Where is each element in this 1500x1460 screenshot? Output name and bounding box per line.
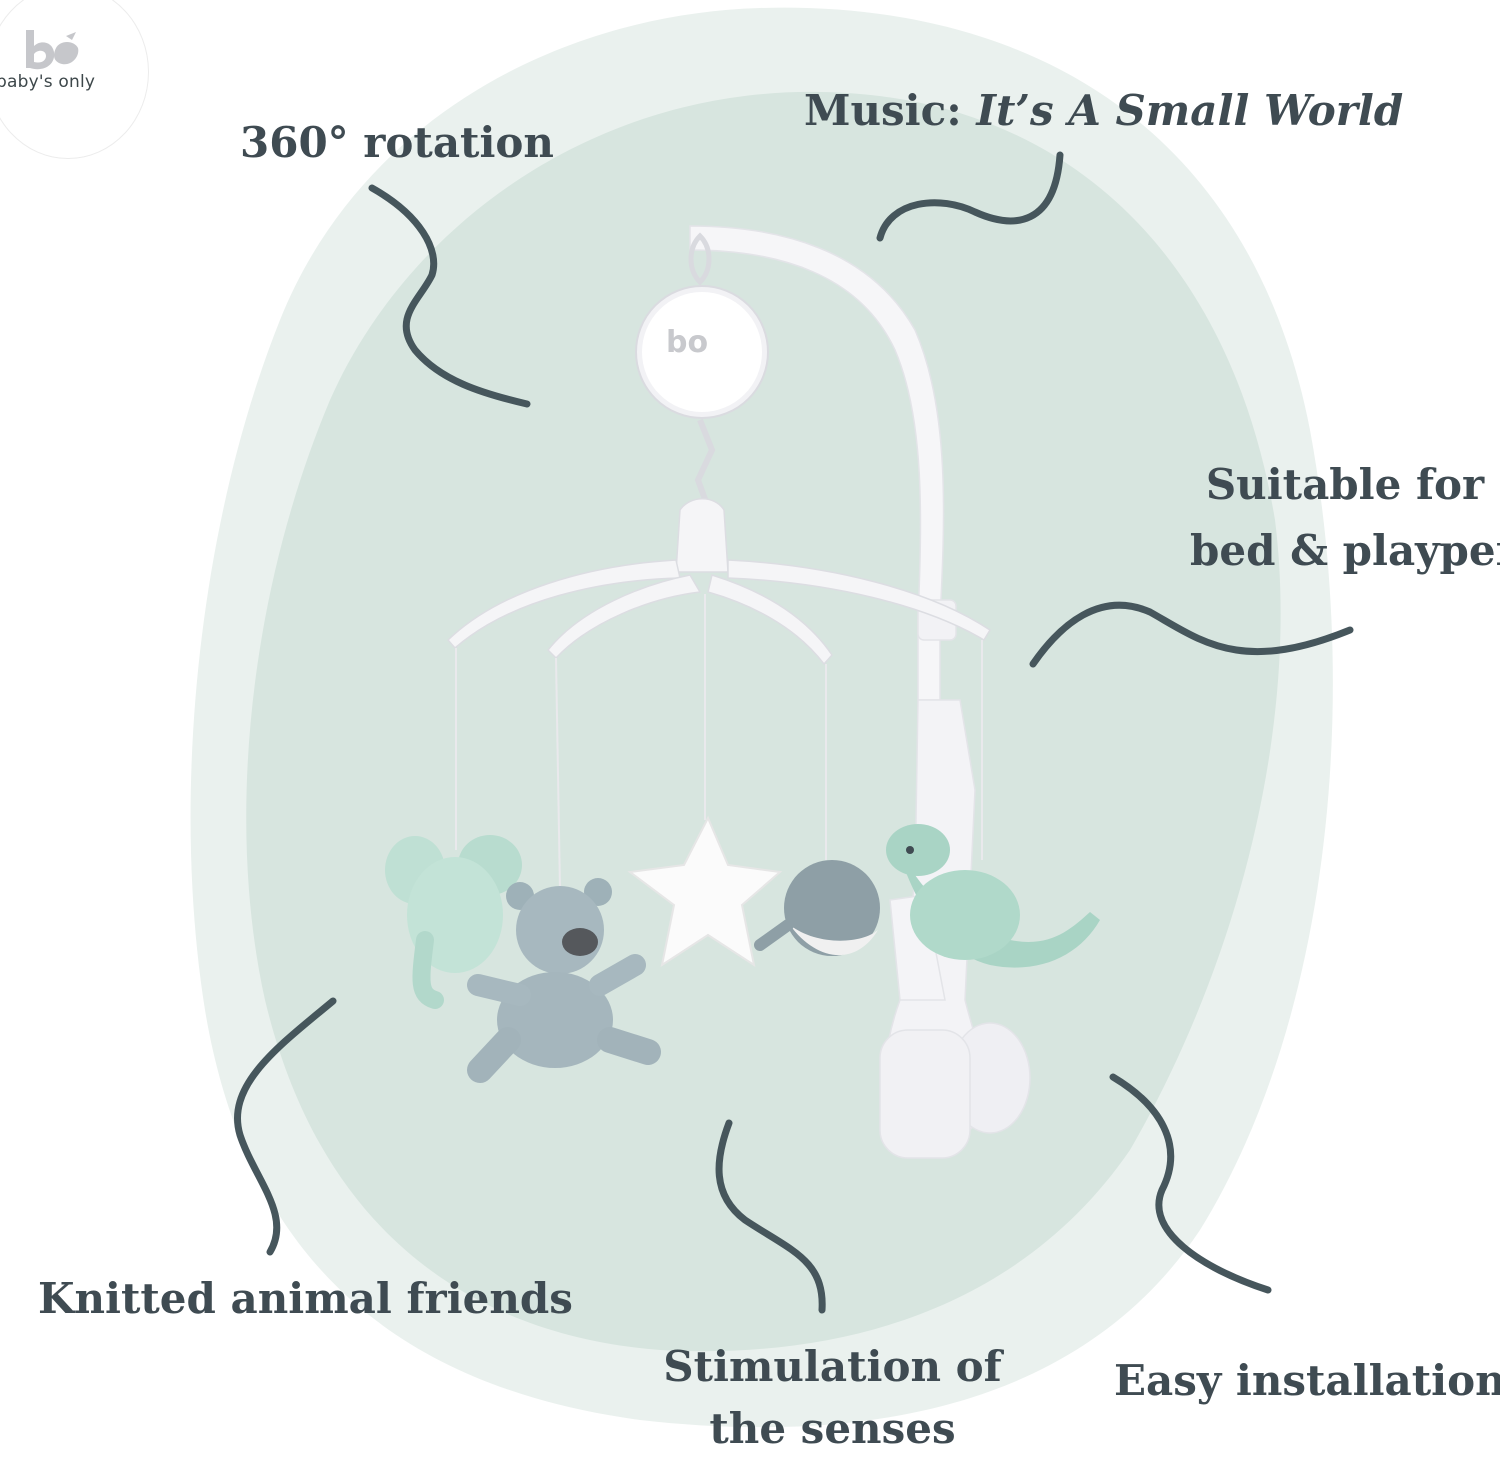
curve-music [876,151,1064,242]
svg-text:bo: bo [666,325,708,360]
brand-logo-text: baby's only [0,72,96,92]
curve-knitted [234,997,337,1256]
music-title: It’s A Small World [976,86,1404,135]
curve-stimulation [715,1119,826,1314]
suitable-line1: Suitable for [1205,460,1485,509]
curve-rotation [368,184,531,408]
mobile-hanger [446,498,992,666]
elephant-toy [385,835,522,1009]
bo-logo-icon [26,30,79,70]
feature-music: Music: It’s A Small World [804,86,1403,135]
music-prefix: Music: [804,86,977,135]
mobile-strings [455,594,983,891]
feature-knitted: Knitted animal friends [38,1274,573,1323]
feature-stimulation: Stimulation of the senses [660,1336,1005,1460]
stimulation-line1: Stimulation of [663,1342,1002,1391]
curve-suitable [1029,601,1354,668]
seal-toy [886,824,1100,968]
star-toy [627,815,783,968]
feature-rotation: 360° rotation [240,118,554,167]
feature-suitable: Suitable for bed & playpen [1190,452,1500,584]
feature-installation: Easy installation [1114,1356,1500,1405]
music-box: bo [635,232,769,504]
brand-logo[interactable]: baby's only [0,0,148,158]
suitable-line2: bed & playpen [1190,526,1500,575]
whale-toy [754,860,880,956]
stimulation-line2: the senses [709,1404,956,1453]
curve-installation [1109,1073,1272,1294]
teddy-bear-toy [467,878,661,1083]
